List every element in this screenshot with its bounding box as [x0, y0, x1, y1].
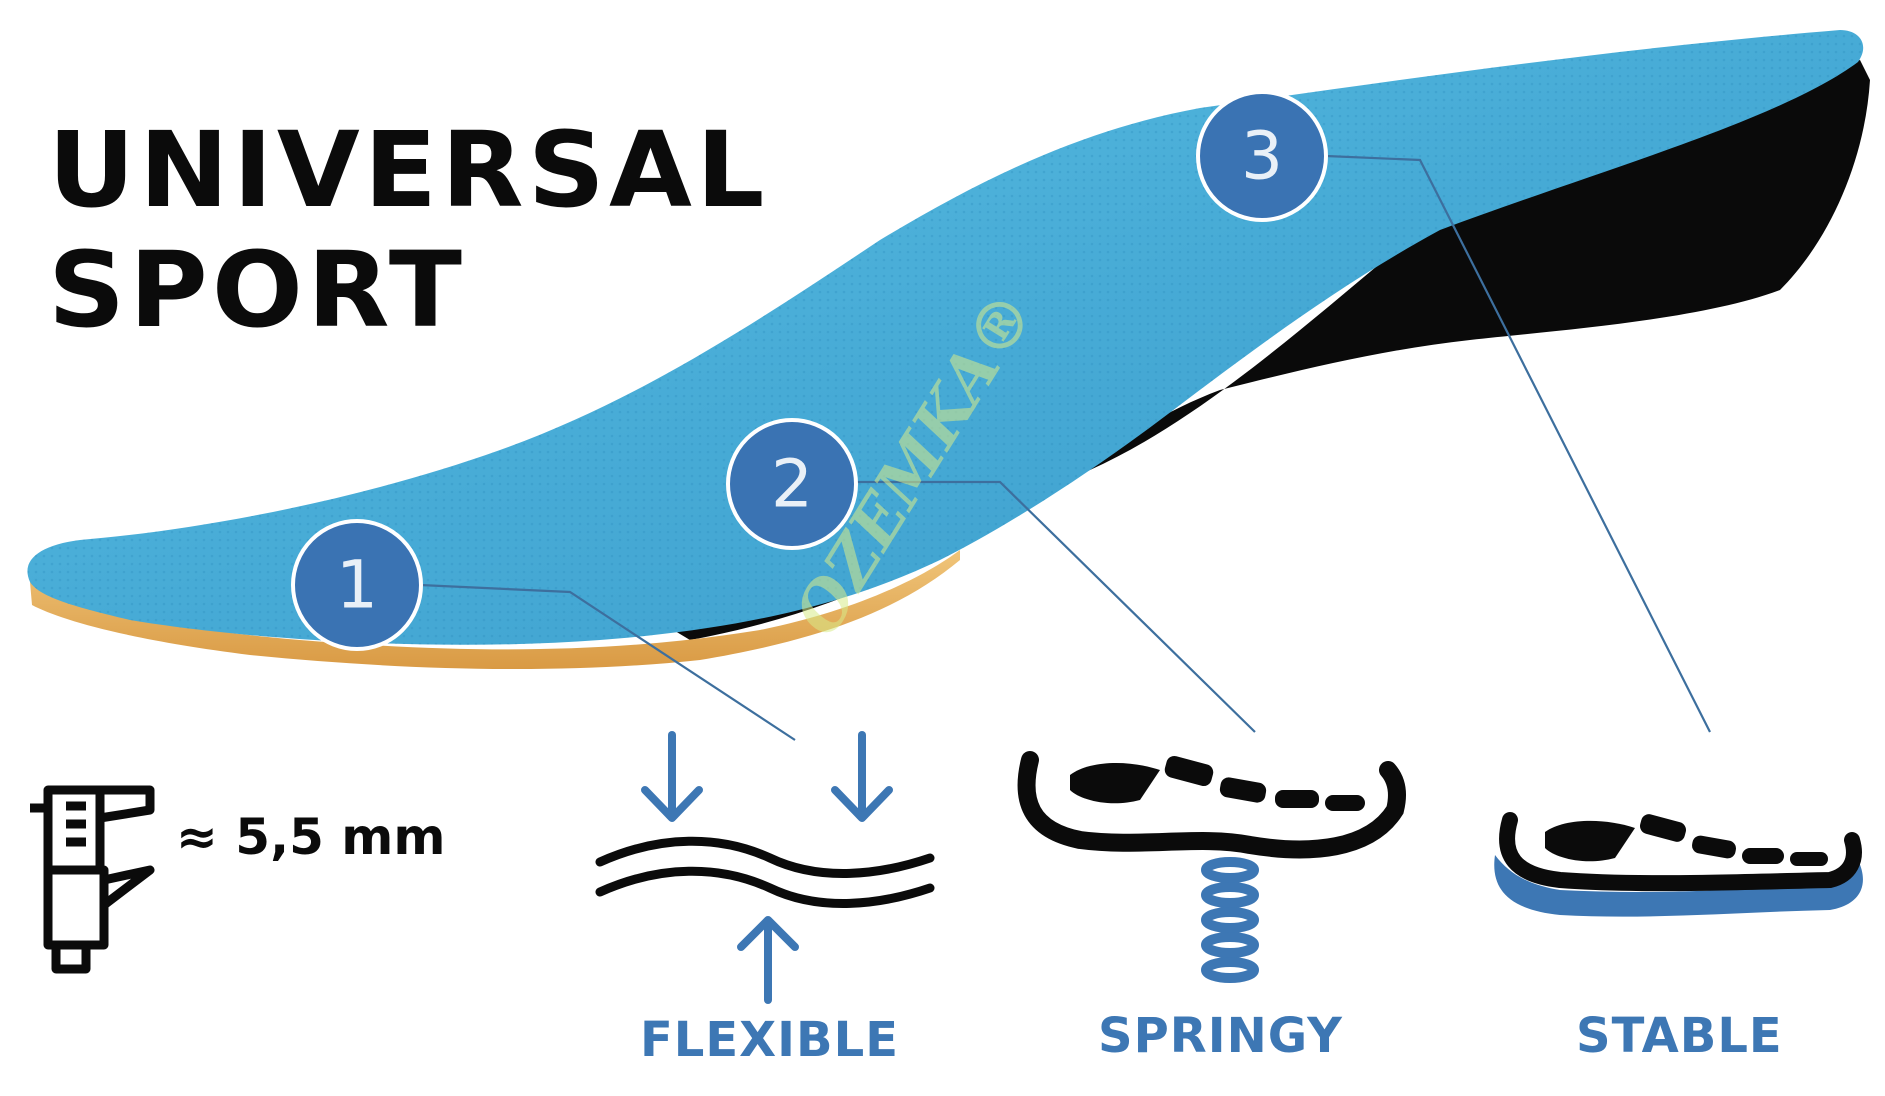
insole-foam-edge: [30, 550, 960, 670]
flexible-layers-icon: [595, 731, 935, 1004]
stable-foot-icon: [1494, 812, 1863, 917]
marker-3: 3: [1196, 90, 1328, 222]
feature-label-springy: SPRINGY: [1098, 1008, 1343, 1064]
feature-label-stable: STABLE: [1576, 1008, 1783, 1064]
product-title: UNIVERSAL SPORT: [48, 110, 768, 350]
marker-2: 2: [726, 418, 858, 550]
marker-2-number: 2: [771, 446, 813, 523]
thickness-value: ≈ 5,5 mm: [176, 808, 446, 866]
insole-black-side: [640, 60, 1870, 640]
marker-1: 1: [291, 519, 423, 651]
product-title-line2: SPORT: [48, 229, 467, 351]
marker-1-number: 1: [336, 547, 378, 624]
leader-lines: [419, 154, 1711, 741]
marker-3-number: 3: [1241, 118, 1283, 195]
leader-line-2: [855, 480, 1256, 733]
feature-label-flexible: FLEXIBLE: [640, 1012, 899, 1068]
leader-line-1: [419, 583, 796, 741]
caliper-icon: [30, 785, 155, 974]
insole-image: [27, 30, 1870, 670]
springy-foot-icon: [1017, 751, 1406, 983]
product-title-line1: UNIVERSAL: [48, 109, 769, 231]
leader-line-3: [1325, 154, 1711, 733]
